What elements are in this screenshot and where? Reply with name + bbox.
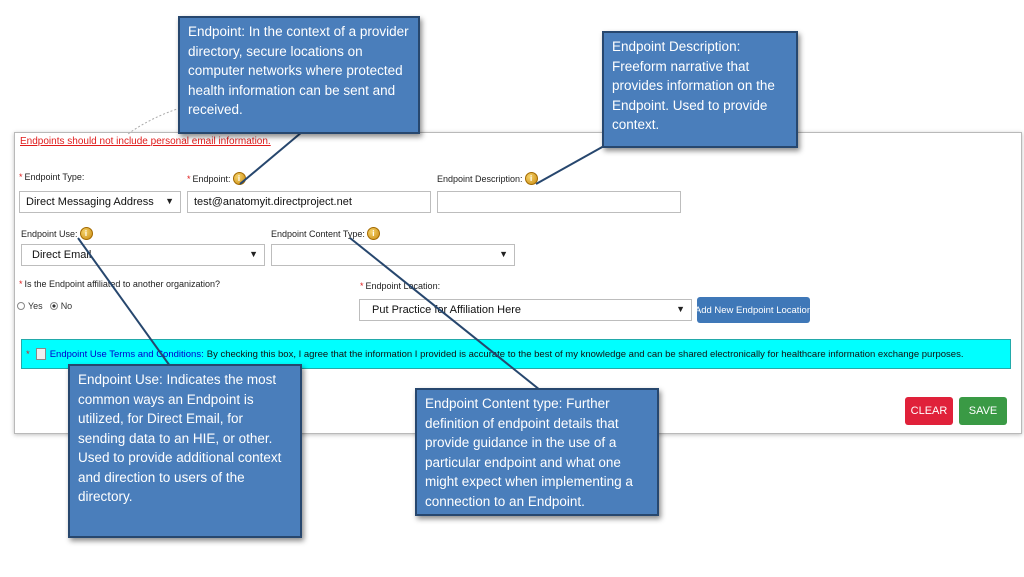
affiliated-question: *Is the Endpoint affiliated to another o… (19, 279, 220, 289)
affiliated-no-radio[interactable] (49, 302, 58, 310)
terms-link[interactable]: Endpoint Use Terms and Conditions: (49, 348, 204, 360)
endpoint-label: *Endpoint:i (187, 172, 246, 185)
add-endpoint-location-button[interactable]: Add New Endpoint Location (695, 297, 812, 323)
required-marker: * (187, 173, 191, 184)
endpoint-use-info-icon[interactable]: i (79, 227, 93, 240)
endpoint-location-label: *Endpoint Location: (360, 281, 441, 291)
required-marker: * (19, 279, 23, 289)
endpoint-description-label: Endpoint Description:i (437, 172, 538, 185)
chevron-down-icon: ▼ (249, 249, 258, 259)
affiliated-no-label: No (60, 301, 73, 311)
panel-edge-decoration (127, 107, 181, 135)
clear-button[interactable]: CLEAR (905, 397, 953, 425)
chevron-down-icon: ▼ (165, 196, 174, 206)
endpoint-content-type-label: Endpoint Content Type:i (271, 227, 380, 240)
chevron-down-icon: ▼ (676, 304, 685, 314)
required-marker: * (19, 172, 23, 182)
endpoint-content-type-info-icon[interactable]: i (366, 227, 380, 240)
endpoint-use-callout: Endpoint Use: Indicates the most common … (68, 364, 302, 538)
endpoint-input[interactable]: test@anatomyit.directproject.net (187, 191, 431, 213)
affiliated-radio-group: Yes No (17, 301, 72, 311)
endpoint-type-select[interactable]: Direct Messaging Address ▼ (19, 191, 181, 213)
endpoint-type-label: *Endpoint Type: (19, 172, 85, 182)
required-marker: * (26, 348, 30, 360)
endpoint-content-type-select[interactable]: ▼ (271, 244, 515, 266)
endpoint-description-info-icon[interactable]: i (524, 172, 538, 185)
terms-checkbox[interactable] (35, 348, 46, 360)
endpoint-use-select[interactable]: Direct Email ▼ (21, 244, 265, 266)
terms-text: By checking this box, I agree that the i… (206, 348, 964, 360)
endpoint-description-input[interactable] (437, 191, 681, 213)
endpoint-use-label: Endpoint Use:i (21, 227, 93, 240)
endpoint-content-type-callout: Endpoint Content type: Further definitio… (415, 388, 659, 516)
save-button[interactable]: SAVE (959, 397, 1007, 425)
chevron-down-icon: ▼ (499, 249, 508, 259)
endpoint-location-select[interactable]: Put Practice for Affiliation Here ▼ (359, 299, 692, 321)
required-marker: * (360, 281, 364, 291)
endpoint-callout: Endpoint: In the context of a provider d… (178, 16, 420, 134)
endpoint-info-icon[interactable]: i (232, 172, 246, 185)
affiliated-yes-radio[interactable] (17, 302, 25, 310)
personal-email-warning: Endpoints should not include personal em… (20, 136, 271, 147)
endpoint-description-callout: Endpoint Description: Freeform narrative… (602, 31, 798, 148)
affiliated-yes-label: Yes (28, 301, 43, 311)
